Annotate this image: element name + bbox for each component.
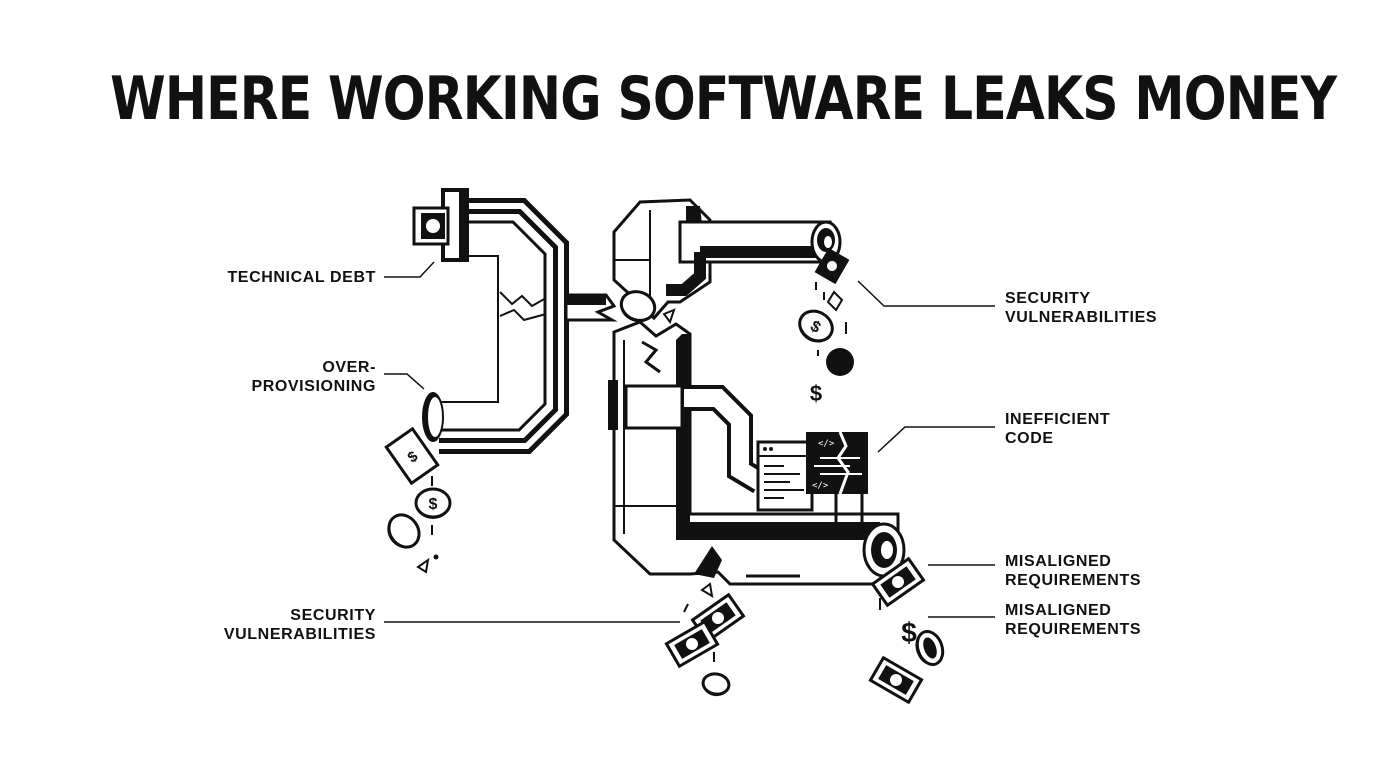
label-misaligned-requirements-1: MISALIGNED REQUIREMENTS: [1005, 553, 1142, 589]
label-technical-debt: TECHNICAL DEBT: [227, 269, 376, 286]
label-security-vulnerabilities-left: SECURITY VULNERABILITIES: [223, 607, 376, 643]
svg-text:$: $: [429, 496, 438, 513]
label-misaligned-requirements-2: MISALIGNED REQUIREMENTS: [1005, 602, 1142, 638]
inner-pipe: [684, 385, 767, 494]
code-screens: </> </>: [756, 431, 868, 522]
bottom-right-falling-money: $: [868, 557, 945, 704]
label-security-vulnerabilities-right: SECURITY VULNERABILITIES: [1005, 290, 1158, 326]
svg-text:</>: </>: [818, 439, 835, 449]
center-pipe: [608, 198, 906, 586]
svg-text:</>: </>: [812, 481, 829, 491]
label-over-provisioning: OVER- PROVISIONING: [251, 359, 376, 395]
left-falling-money: $ $: [379, 426, 452, 574]
svg-text:$: $: [901, 617, 917, 648]
svg-text:$: $: [810, 381, 822, 406]
page-title: WHERE WORKING SOFTWARE LEAKS MONEY: [110, 64, 1337, 134]
label-inefficient-code: INEFFICIENT CODE: [1005, 411, 1111, 447]
left-pipe: [412, 188, 618, 454]
bottom-center-falling-money: [664, 582, 745, 697]
leader-lines: [384, 261, 995, 623]
right-top-falling-money: $ $: [791, 247, 854, 406]
